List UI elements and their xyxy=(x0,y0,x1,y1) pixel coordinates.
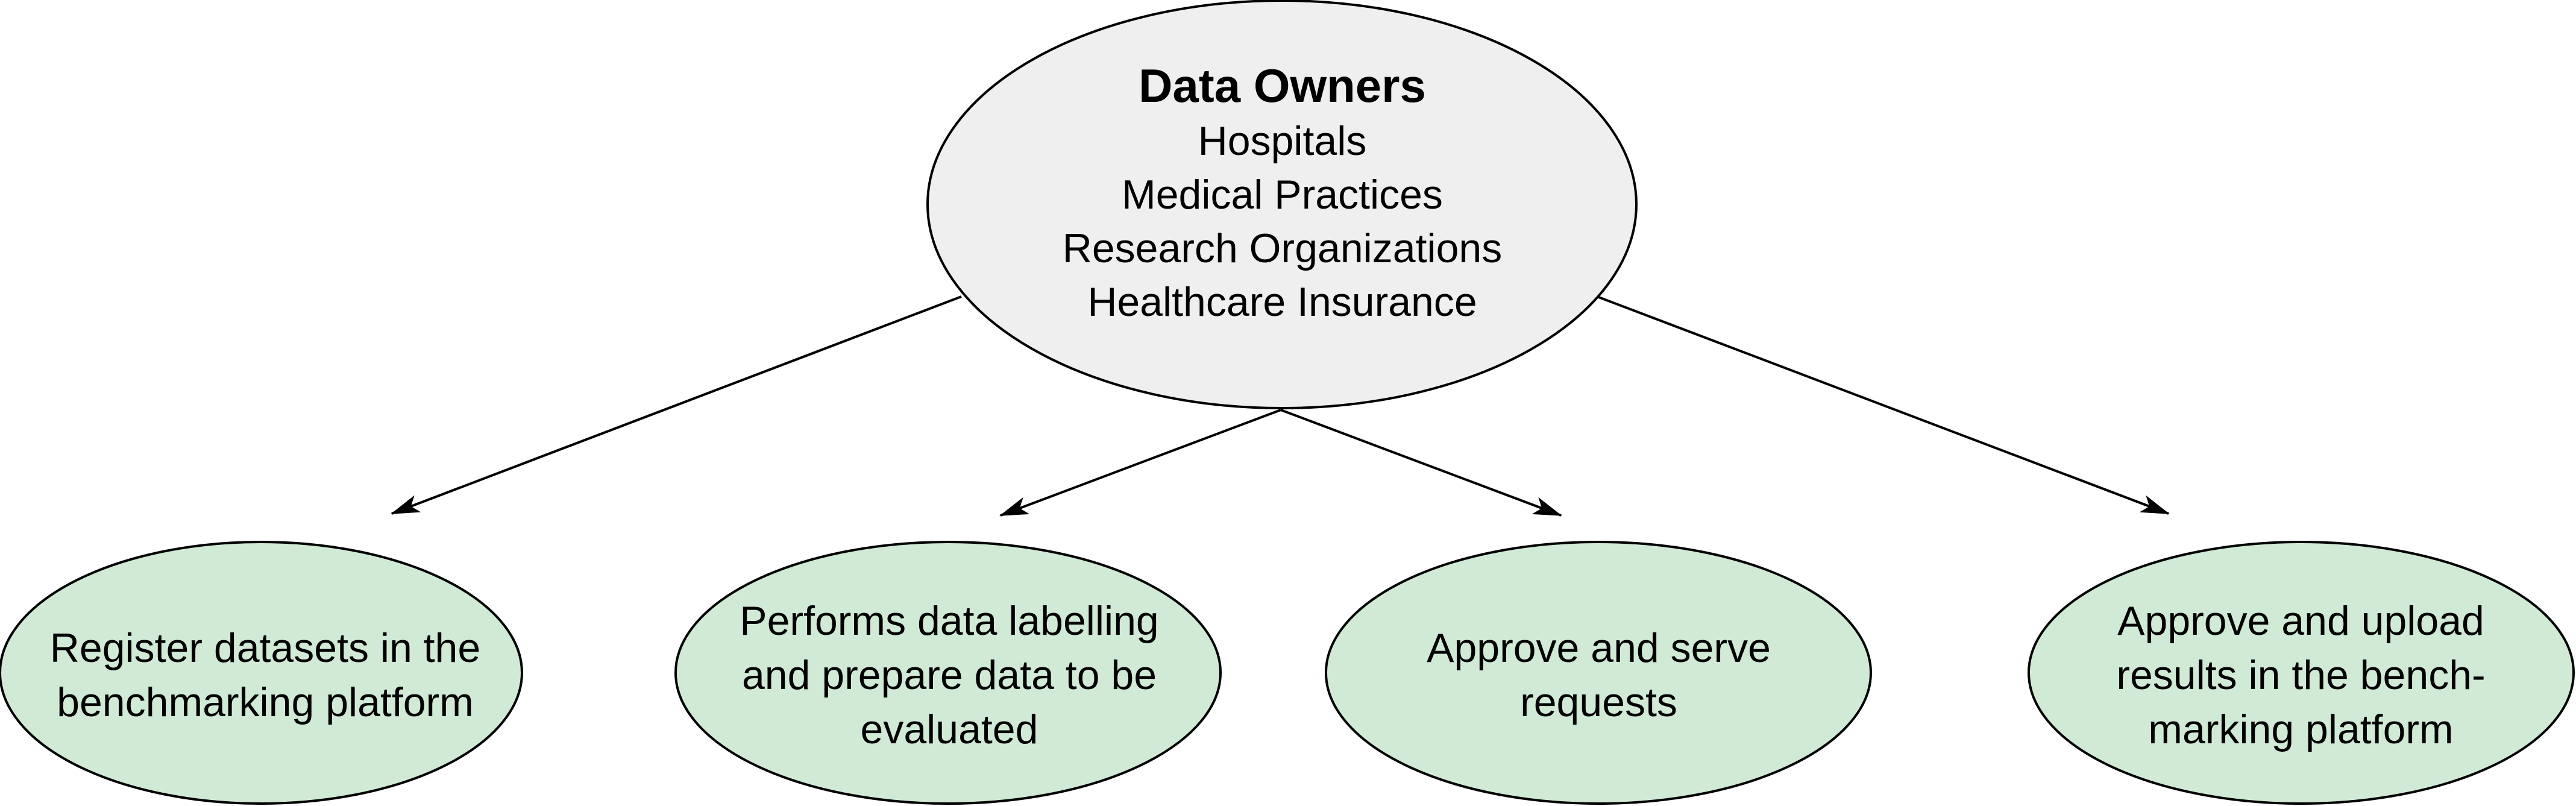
child-labelling-line-3: evaluated xyxy=(860,707,1038,752)
child-node-approve-serve-ellipse xyxy=(1325,541,1872,805)
arrow-to-approve-serve xyxy=(1280,409,1562,517)
child-approve-serve-line-2: requests xyxy=(1520,679,1677,725)
child-labelling-line-1: Performs data labelling xyxy=(740,598,1159,644)
child-register-line-2: benchmarking platform xyxy=(57,679,474,725)
root-line-research-organizations: Research Organizations xyxy=(1062,225,1503,271)
child-approve-upload-line-2: results in the bench- xyxy=(2116,652,2486,698)
root-line-hospitals: Hospitals xyxy=(1198,118,1367,164)
root-node-ellipse xyxy=(926,0,1638,409)
arrow-to-approve-upload xyxy=(1597,295,2170,515)
child-approve-upload-line-1: Approve and upload xyxy=(2117,598,2484,644)
child-node-approve-upload-label: Approve and upload results in the bench-… xyxy=(2034,549,2568,802)
arrow-to-register xyxy=(391,295,962,515)
root-title: Data Owners xyxy=(1139,59,1426,112)
child-labelling-line-2: and prepare data to be xyxy=(741,652,1157,698)
root-node-label: Data Owners Hospitals Medical Practices … xyxy=(928,48,1636,338)
arrow-to-labelling xyxy=(999,409,1281,517)
child-register-line-1: Register datasets in the xyxy=(49,625,481,671)
child-node-register-label: Register datasets in the benchmarking pl… xyxy=(6,549,524,802)
child-node-register-ellipse xyxy=(0,541,523,805)
child-node-approve-serve-label: Approve and serve requests xyxy=(1332,549,1865,802)
child-node-labelling-label: Performs data labelling and prepare data… xyxy=(681,549,1217,802)
child-approve-upload-line-3: marking platform xyxy=(2148,707,2454,752)
child-node-approve-upload-ellipse xyxy=(2028,541,2575,805)
child-node-labelling-ellipse xyxy=(674,541,1222,805)
root-line-healthcare-insurance: Healthcare Insurance xyxy=(1087,279,1477,325)
child-approve-serve-line-1: Approve and serve xyxy=(1427,625,1771,671)
root-line-medical-practices: Medical Practices xyxy=(1122,172,1443,218)
